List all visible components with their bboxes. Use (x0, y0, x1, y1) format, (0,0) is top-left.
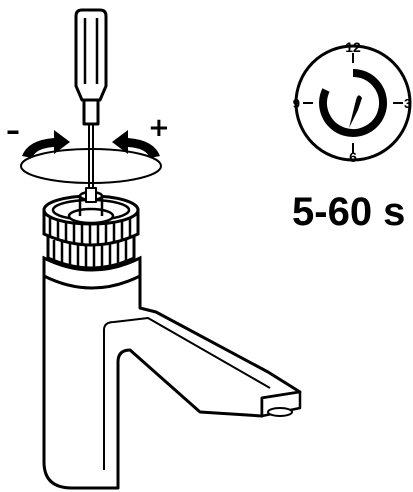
screwdriver-icon (74, 8, 108, 203)
clock-label-12: 12 (345, 39, 361, 55)
increase-arrow (112, 130, 160, 158)
decrease-arrow (22, 130, 70, 158)
increase-sign: + (148, 113, 170, 143)
faucet-body (42, 260, 302, 490)
clock-label-6: 6 (349, 149, 357, 165)
rotation-ellipse (20, 148, 162, 184)
decrease-sign: – (6, 114, 20, 147)
knurl-upper (48, 214, 132, 245)
clock-label-3: 3 (404, 96, 411, 111)
timer-cap (42, 190, 140, 270)
clock-label-9: 9 (293, 96, 300, 111)
clock-icon (294, 44, 412, 162)
clock-face (294, 44, 412, 162)
rotation-arrows-icon (20, 130, 162, 184)
time-range-label: 5-60 s (292, 190, 405, 234)
knurl-lower (52, 240, 128, 268)
faucet-neck (42, 255, 142, 290)
clock-hand (349, 95, 362, 128)
clock-duration-arc (319, 69, 387, 137)
